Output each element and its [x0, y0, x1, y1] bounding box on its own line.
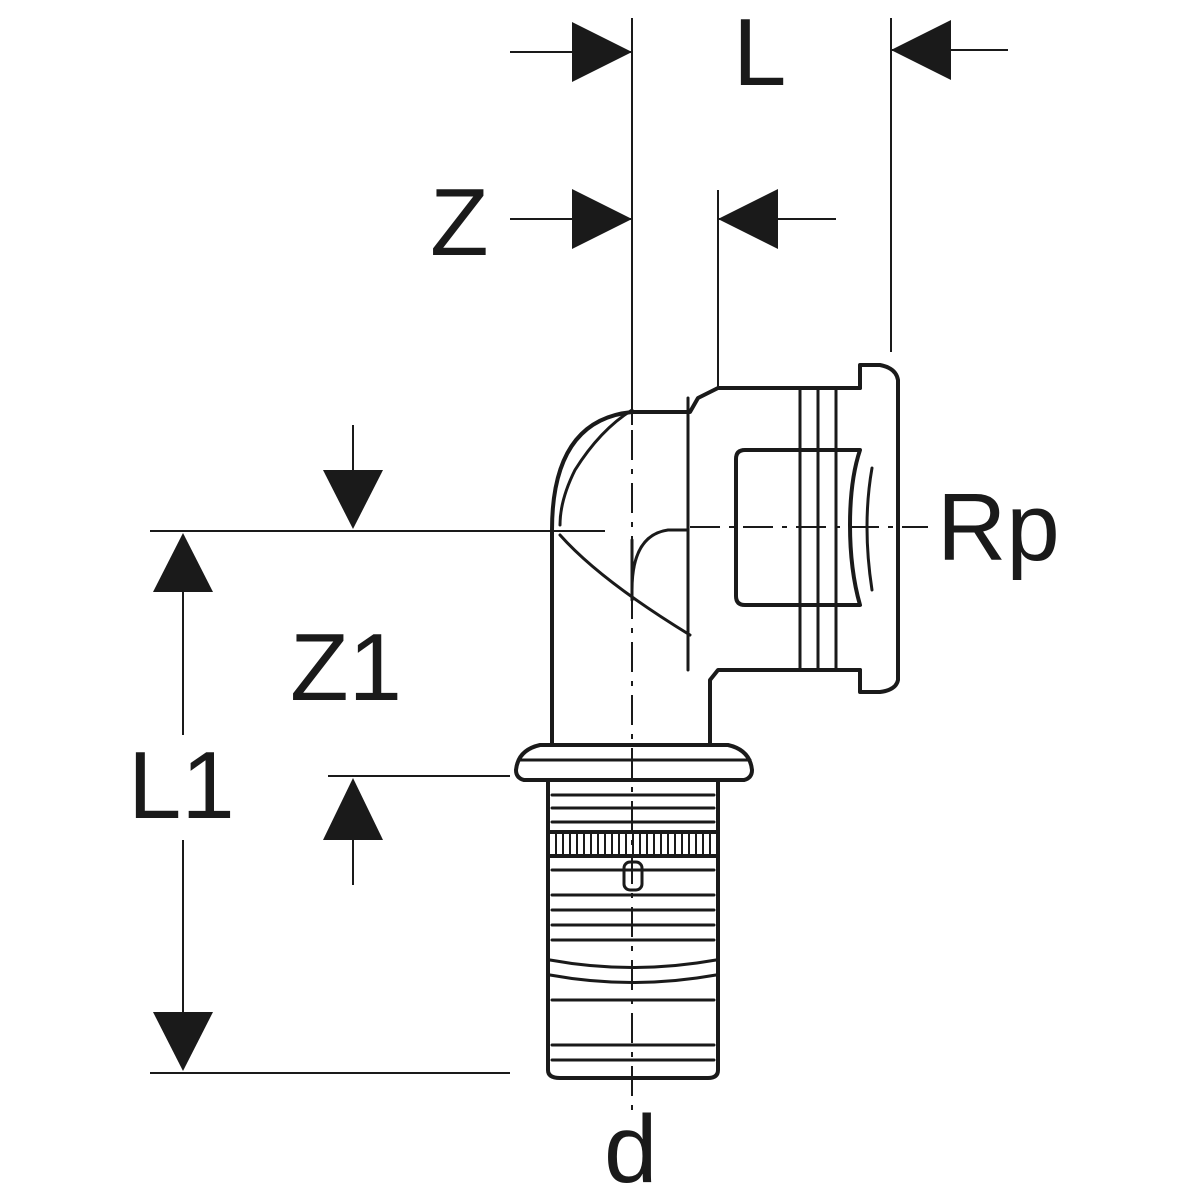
arrow-Z1-bottom: [323, 778, 383, 840]
label-Z: Z: [430, 169, 489, 276]
stop-ring: [514, 743, 754, 782]
label-L: L: [733, 0, 786, 106]
elbow-body-outline: [550, 386, 862, 747]
dimension-lines: [150, 18, 1008, 1074]
label-L1: L1: [128, 732, 235, 839]
arrow-Z1-top: [323, 470, 383, 529]
internal-thread: [734, 448, 862, 607]
arrow-L1-bottom: [153, 1012, 213, 1071]
arrowheads: [153, 20, 951, 1071]
arrow-L1-top: [153, 533, 213, 592]
threaded-flange-outline: [858, 363, 900, 694]
press-sleeve: [546, 778, 720, 1080]
inspection-window: [622, 860, 644, 892]
label-Rp: Rp: [937, 474, 1060, 581]
arrow-Z-left: [572, 189, 632, 249]
elbow-fitting: [514, 363, 900, 1080]
arrow-L-right: [891, 20, 951, 80]
label-d: d: [604, 1096, 657, 1200]
label-Z1: Z1: [290, 614, 402, 721]
arrow-L-left: [572, 22, 632, 82]
center-lines: [631, 430, 928, 1110]
arrow-Z-right: [718, 189, 778, 249]
